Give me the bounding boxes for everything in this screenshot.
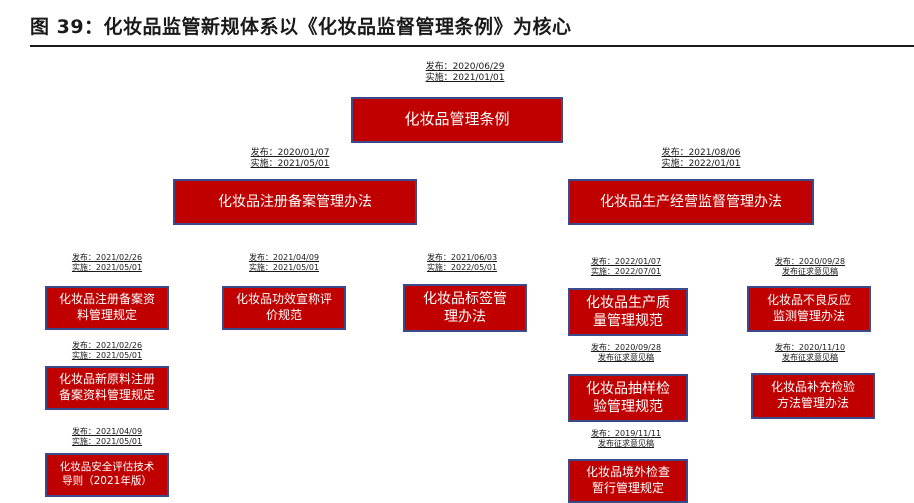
reg-docs-dates: 发布：2021/02/26 实施：2021/05/01 — [57, 253, 157, 273]
node-label-line2: 暂行管理规定 — [591, 481, 664, 495]
node-label-line2: 量管理规范 — [593, 313, 663, 329]
node-label-line1: 化妆品安全评估技术 — [59, 461, 155, 474]
node-adverse-reaction-measures: 化妆品不良反应监测管理办法 — [747, 286, 871, 332]
status-text: 发布征求意见稿 — [782, 267, 838, 276]
label-dates: 发布：2021/06/03 实施：2022/05/01 — [412, 253, 512, 273]
safety-dates: 发布：2021/04/09 实施：2021/05/01 — [57, 427, 157, 447]
node-registration-docs-rule: 化妆品注册备案资料管理规定 — [45, 286, 169, 330]
publish-date: 发布：2019/11/11 — [590, 429, 662, 438]
status-text: 发布征求意见稿 — [598, 439, 654, 448]
node-label-line2: 理办法 — [444, 309, 486, 325]
node-safety-assessment-guide: 化妆品安全评估技术导则（2021年版） — [45, 453, 169, 497]
node-label-line2: 备案资料管理规定 — [58, 388, 155, 402]
node-label-line1: 化妆品抽样检 — [586, 380, 670, 397]
publish-date: 发布：2021/08/06 — [661, 148, 741, 158]
regulation-dates: 发布：2020/06/29 实施：2021/01/01 — [405, 62, 525, 84]
status-text: 发布征求意见稿 — [782, 353, 838, 362]
effective-date: 实施：2022/07/01 — [590, 267, 662, 276]
node-label-line2: 价规范 — [265, 308, 302, 322]
node-label-line1: 化妆品境外检查 — [585, 465, 670, 480]
node-supplementary-test-method-measures: 化妆品补充检验方法管理办法 — [751, 373, 875, 419]
quality-dates: 发布：2022/01/07 实施：2022/07/01 — [576, 257, 676, 277]
publish-date: 发布：2021/04/09 — [248, 253, 320, 262]
overseas-dates: 发布：2019/11/11 发布征求意见稿 — [576, 429, 676, 449]
node-new-material-rule: 化妆品新原料注册备案资料管理规定 — [45, 366, 169, 410]
registration-dates: 发布：2020/01/07 实施：2021/05/01 — [230, 148, 350, 170]
node-label: 化妆品生产经营监督管理办法 — [600, 193, 782, 210]
production-dates: 发布：2021/08/06 实施：2022/01/01 — [641, 148, 761, 170]
node-label-line1: 化妆品不良反应 — [766, 293, 851, 308]
efficacy-dates: 发布：2021/04/09 实施：2021/05/01 — [234, 253, 334, 273]
page-title: 图 39：化妆品监管新规体系以《化妆品监督管理条例》为核心 — [30, 16, 572, 38]
node-label-line1: 化妆品生产质 — [586, 294, 670, 311]
effective-date: 实施：2021/05/01 — [71, 263, 143, 272]
publish-date: 发布：2020/09/28 — [774, 257, 846, 266]
publish-date: 发布：2020/11/10 — [774, 343, 846, 352]
node-sampling-inspection-rule: 化妆品抽样检验管理规范 — [568, 374, 688, 422]
effective-date: 实施：2021/05/01 — [71, 437, 143, 446]
publish-date: 发布：2021/02/26 — [71, 253, 143, 262]
effective-date: 实施：2021/01/01 — [425, 73, 505, 83]
node-production-supervision-measures: 化妆品生产经营监督管理办法 — [568, 179, 814, 225]
publish-date: 发布：2021/06/03 — [426, 253, 498, 262]
adverse-dates: 发布：2020/09/28 发布征求意见稿 — [760, 257, 860, 277]
node-label-line1: 化妆品补充检验 — [770, 380, 855, 395]
effective-date: 实施：2022/01/01 — [661, 159, 741, 169]
publish-date: 发布：2021/04/09 — [71, 427, 143, 436]
node-label-line1: 化妆品注册备案资 — [58, 292, 155, 307]
publish-date: 发布：2022/01/07 — [590, 257, 662, 266]
effective-date: 实施：2021/05/01 — [250, 159, 330, 169]
node-label-line1: 化妆品新原料注册 — [58, 372, 155, 387]
node-label-line1: 化妆品功效宣称评 — [235, 292, 332, 307]
node-overseas-inspection-rule: 化妆品境外检查暂行管理规定 — [568, 459, 688, 503]
title-divider — [30, 45, 914, 47]
node-label-line2: 验管理规范 — [593, 399, 663, 415]
effective-date: 实施：2022/05/01 — [426, 263, 498, 272]
node-label-line2: 方法管理办法 — [776, 396, 849, 410]
node-production-quality-rule: 化妆品生产质量管理规范 — [568, 288, 688, 336]
node-label-line2: 监测管理办法 — [772, 309, 845, 323]
node-cosmetics-regulation: 化妆品管理条例 — [351, 97, 563, 143]
node-label: 化妆品注册备案管理办法 — [218, 193, 372, 210]
node-efficacy-claim-rule: 化妆品功效宣称评价规范 — [222, 286, 346, 330]
sampling-dates: 发布：2020/09/28 发布征求意见稿 — [576, 343, 676, 363]
node-label-line1: 化妆品标签管 — [423, 290, 507, 307]
status-text: 发布征求意见稿 — [598, 353, 654, 362]
publish-date: 发布：2021/02/26 — [71, 341, 143, 350]
new-material-dates: 发布：2021/02/26 实施：2021/05/01 — [57, 341, 157, 361]
effective-date: 实施：2021/05/01 — [248, 263, 320, 272]
publish-date: 发布：2020/01/07 — [250, 148, 330, 158]
publish-date: 发布：2020/09/28 — [590, 343, 662, 352]
node-label-line2: 导则（2021年版） — [62, 475, 152, 487]
node-label-line2: 料管理规定 — [76, 308, 137, 322]
effective-date: 实施：2021/05/01 — [71, 351, 143, 360]
node-label: 化妆品管理条例 — [404, 110, 510, 129]
supplement-dates: 发布：2020/11/10 发布征求意见稿 — [760, 343, 860, 363]
publish-date: 发布：2020/06/29 — [425, 62, 505, 72]
node-label-measures: 化妆品标签管理办法 — [403, 284, 527, 332]
node-registration-measures: 化妆品注册备案管理办法 — [173, 179, 417, 225]
